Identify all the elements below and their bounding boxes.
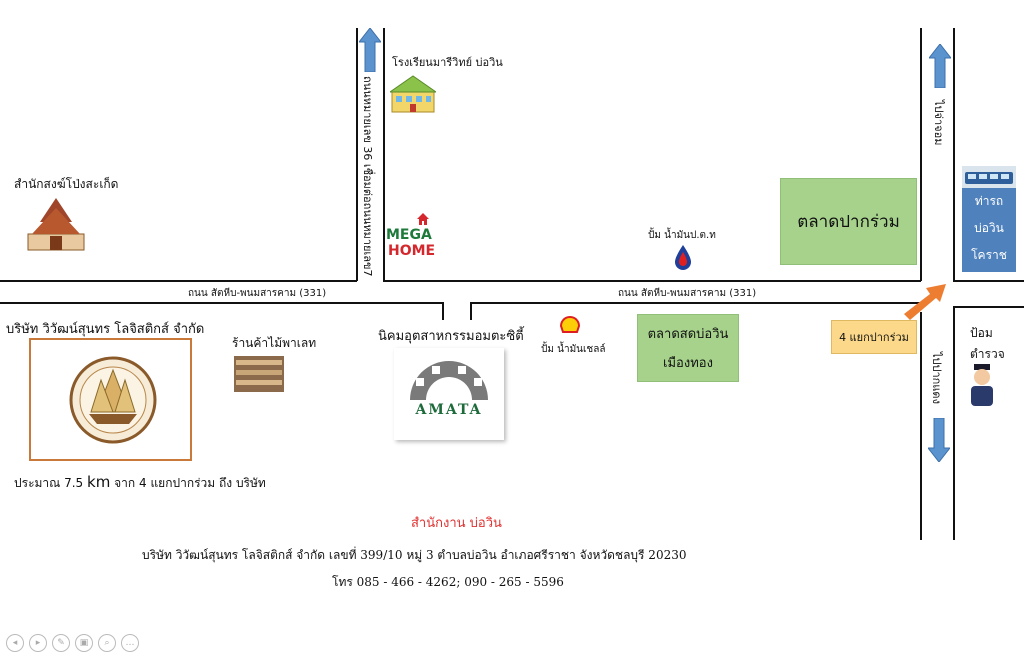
arrow-up-icon <box>359 28 381 72</box>
shell-station-label: ปั้ม น้ำมันเชลล์ <box>541 344 606 355</box>
amata-logo-text: AMATA <box>415 402 483 418</box>
vertical-road-label: ถนนหมายเลข 36 เชื่อมต่อถนนหมายเลข7 <box>361 76 374 277</box>
school-icon <box>390 75 436 113</box>
company-phone: โทร 085 - 466 - 4262; 090 - 265 - 5596 <box>332 575 564 589</box>
fresh-market-line-1: ตลาดสดบ่อวิน <box>647 327 729 342</box>
intersection-label: 4 แยกปากร่วม <box>839 331 909 344</box>
road-edge <box>383 280 921 282</box>
market-box: ตลาดปากร่วม <box>780 178 917 265</box>
fresh-market-box: ตลาดสดบ่อวิน เมืองทอง <box>637 314 739 382</box>
intersection-box: 4 แยกปากร่วม <box>831 320 917 354</box>
ptt-station-label: ปั้ม น้ำมันป.ต.ท <box>648 230 716 241</box>
police-icon <box>971 364 993 406</box>
road-edge <box>0 280 357 282</box>
bus-stop-line-1: ท่ารถ <box>974 194 1004 208</box>
industrial-estate-label: นิคมอุตสาหกรรมอมตะซิตี้ <box>378 329 524 344</box>
company-logo-icon <box>69 356 157 444</box>
company-label: บริษัท วิวัฒน์สุนทร โลจิสติกส์ จำกัด <box>6 322 205 337</box>
amata-logo-box: AMATA <box>394 348 504 440</box>
prev-icon[interactable]: ◂ <box>6 634 24 652</box>
distance-unit: km <box>87 473 111 491</box>
police-line-1: ป้อม <box>970 326 993 340</box>
bus-icon <box>962 166 1016 188</box>
road-edge <box>920 312 922 540</box>
road-edge <box>470 302 921 304</box>
zoom-icon[interactable]: ⌕ <box>98 634 116 652</box>
megahome-logo-top: MEGA <box>386 227 432 243</box>
distance-note: ประมาณ 7.5 km จาก 4 แยกปากร่วม ถึง บริษั… <box>14 473 266 493</box>
road-edge <box>470 302 472 320</box>
market-label: ตลาดปากร่วม <box>797 212 900 232</box>
shell-logo-icon <box>560 316 580 333</box>
more-icon[interactable]: … <box>121 634 139 652</box>
bus-stop-line-3: โคราช <box>971 248 1007 262</box>
road-edge <box>356 28 358 281</box>
amata-arch-icon <box>410 361 488 400</box>
arrow-down-icon <box>928 418 950 462</box>
temple-icon <box>27 198 85 251</box>
pen-icon[interactable]: ✎ <box>52 634 70 652</box>
main-road-label: ถนน สัตหีบ-พนมสารคาม (331) <box>188 288 327 299</box>
arrow-diagonal-icon <box>904 284 946 320</box>
road-edge <box>0 302 442 304</box>
road-edge <box>953 306 1024 308</box>
bus-stop-box: ท่ารถ บ่อวิน โคราช <box>962 166 1016 272</box>
temple-label: สำนักสงฆ์โป่งสะเก็ด <box>14 177 119 191</box>
fresh-market-line-2: เมืองทอง <box>663 356 713 371</box>
slides-icon[interactable]: ▣ <box>75 634 93 652</box>
road-edge <box>953 306 955 540</box>
ptt-logo-icon <box>675 245 691 270</box>
company-address: บริษัท วิวัฒน์สุนทร โลจิสติกส์ จำกัด เลข… <box>142 548 687 562</box>
road-edge <box>442 302 444 320</box>
distance-suffix: จาก 4 แยกปากร่วม ถึง บริษัท <box>110 476 266 490</box>
next-icon[interactable]: ▸ <box>29 634 47 652</box>
police-line-2: ตำรวจ <box>970 347 1005 361</box>
distance-prefix: ประมาณ 7.5 <box>14 476 88 490</box>
company-logo-frame <box>29 338 192 461</box>
bus-stop-line-2: บ่อวิน <box>974 221 1004 235</box>
road-edge <box>953 280 1024 282</box>
road-edge <box>953 28 955 281</box>
megahome-logo-bottom: HOME <box>388 243 436 259</box>
road-edge <box>920 28 922 281</box>
megahome-house-icon <box>417 213 429 225</box>
wood-shop-label: ร้านค้าไม้พาเลท <box>232 336 317 350</box>
pallet-icon <box>234 356 284 392</box>
road-edge <box>383 28 385 281</box>
arrow-up-icon <box>929 44 951 88</box>
school-label: โรงเรียนมารีวิทย์ บ่อวิน <box>392 56 503 69</box>
right-road-up-label: ไปจ่าจอม <box>932 100 945 146</box>
right-road-down-label: ไปปากแดง <box>930 352 943 404</box>
main-road-label: ถนน สัตหีบ-พนมสารคาม (331) <box>618 288 757 299</box>
office-title: สำนักงาน บ่อวิน <box>411 516 502 531</box>
